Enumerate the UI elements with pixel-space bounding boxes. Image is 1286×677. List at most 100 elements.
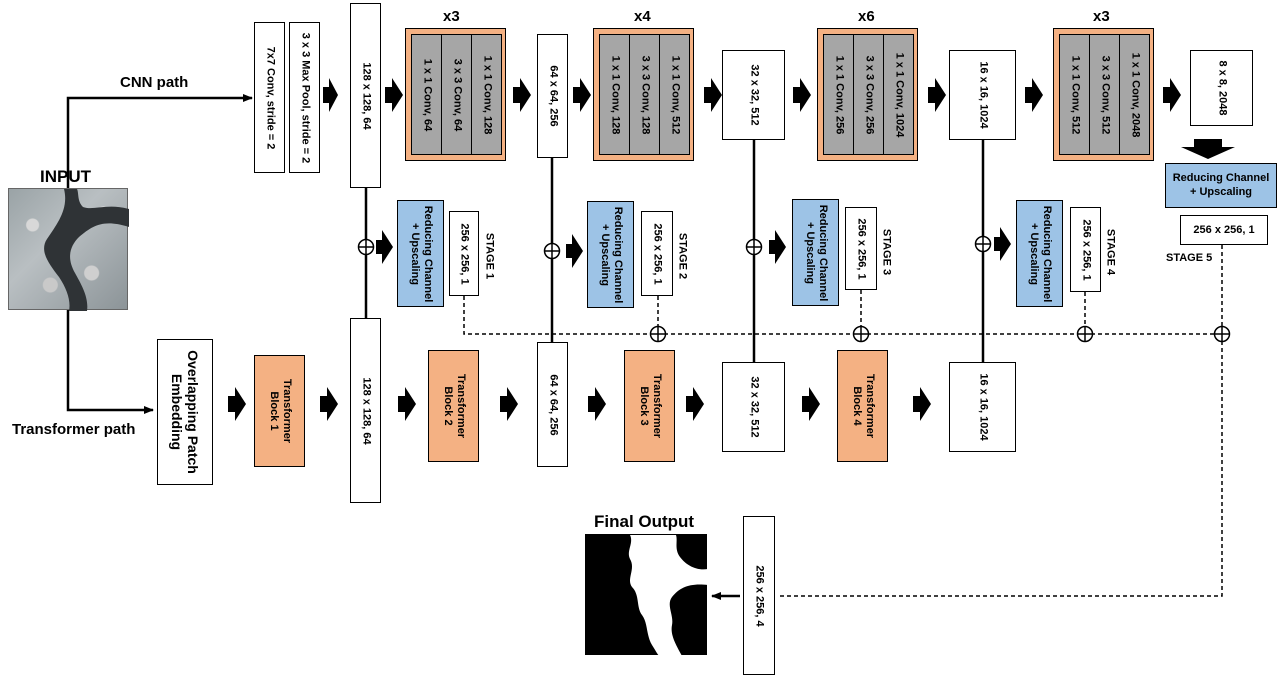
bottleneck-1-conv-a-label: 1 x 1 Conv, 64 xyxy=(421,58,433,131)
bottleneck-4-conv-b-label: 3 x 3 Conv, 512 xyxy=(1099,55,1111,134)
reducing-box-2-label: Reducing Channel + Upscaling xyxy=(598,206,624,303)
transformer-block-1-label: Transformer Block 1 xyxy=(267,378,293,444)
final-feature-box: 256 x 256, 4 xyxy=(743,516,775,675)
cnn-path-label: CNN path xyxy=(120,74,189,91)
transformer-block-2: Transformer Block 2 xyxy=(428,350,479,462)
bottleneck-3-conv-c-label: 1 x 1 Conv, 1024 xyxy=(893,52,905,137)
reducing-box-4-label: Reducing Channel + Upscaling xyxy=(1027,205,1053,302)
repeat-label-1: x3 xyxy=(443,8,460,25)
transformer-block-3-label: Transformer Block 3 xyxy=(637,373,663,439)
stage-output-5-label: 256 x 256, 1 xyxy=(1193,224,1255,236)
stem-conv-box: 7x7 Conv, stride = 2 xyxy=(254,22,285,173)
stage-label-4: STAGE 4 xyxy=(1101,222,1119,282)
transformer-block-4: Transformer Block 4 xyxy=(837,350,888,462)
stage-output-3: 256 x 256, 1 xyxy=(845,207,877,290)
stage-label-2: STAGE 2 xyxy=(673,226,691,286)
bottleneck-4-conv-c: 1 x 1 Conv, 2048 xyxy=(1119,34,1150,155)
reducing-box-5: Reducing Channel + Upscaling xyxy=(1165,163,1277,208)
transformer-block-1: Transformer Block 1 xyxy=(254,355,305,467)
stage-label-1-text: STAGE 1 xyxy=(483,232,496,280)
bottleneck-3-conv-a-label: 1 x 1 Conv, 256 xyxy=(833,55,845,134)
stage-output-2-label: 256 x 256, 1 xyxy=(651,222,664,285)
stage-output-4-label: 256 x 256, 1 xyxy=(1080,218,1092,281)
bottleneck-3-conv-a: 1 x 1 Conv, 256 xyxy=(823,34,854,155)
stage-output-1: 256 x 256, 1 xyxy=(449,211,479,296)
bottleneck-1-conv-c-label: 1 x 1 Conv, 128 xyxy=(481,55,493,134)
final-output-label: Final Output xyxy=(594,512,695,531)
reducing-box-1: Reducing Channel + Upscaling xyxy=(397,200,444,307)
transformer-feature-4-label: 16 x 16, 1024 xyxy=(977,373,989,441)
transformer-path-label: Transformer path xyxy=(12,421,136,438)
bottleneck-block-4: 1 x 1 Conv, 512 3 x 3 Conv, 512 1 x 1 Co… xyxy=(1053,28,1154,161)
transformer-feature-4: 16 x 16, 1024 xyxy=(949,362,1016,452)
reducing-box-4: Reducing Channel + Upscaling xyxy=(1016,200,1063,307)
stage-label-4-text: STAGE 4 xyxy=(1104,228,1117,276)
stage-output-4: 256 x 256, 1 xyxy=(1070,207,1101,292)
final-feature-label: 256 x 256, 4 xyxy=(753,564,766,627)
cnn-feature-4-label: 16 x 16, 1024 xyxy=(977,61,989,129)
bottleneck-3-conv-b-label: 3 x 3 Conv, 256 xyxy=(863,55,875,134)
stem-conv-label: 7x7 Conv, stride = 2 xyxy=(264,46,276,149)
stage-label-3: STAGE 3 xyxy=(877,222,895,282)
transformer-feature-3-label: 32 x 32, 512 xyxy=(748,376,760,438)
bottleneck-4-conv-a: 1 x 1 Conv, 512 xyxy=(1059,34,1090,155)
bottleneck-block-1: 1 x 1 Conv, 64 3 x 3 Conv, 64 1 x 1 Conv… xyxy=(405,28,506,161)
bottleneck-2-conv-a: 1 x 1 Conv, 128 xyxy=(599,34,630,155)
repeat-label-3: x6 xyxy=(858,8,875,25)
reducing-box-5-label: Reducing Channel + Upscaling xyxy=(1172,172,1270,198)
bottleneck-2-conv-a-label: 1 x 1 Conv, 128 xyxy=(609,55,621,134)
cnn-feature-2: 64 x 64, 256 xyxy=(537,34,568,158)
bottleneck-4-conv-a-label: 1 x 1 Conv, 512 xyxy=(1069,55,1081,134)
reducing-box-3: Reducing Channel + Upscaling xyxy=(792,199,839,306)
repeat-label-4: x3 xyxy=(1093,8,1110,25)
transformer-feature-3: 32 x 32, 512 xyxy=(722,362,785,452)
cnn-feature-4: 16 x 16, 1024 xyxy=(949,50,1016,140)
bottleneck-4-conv-b: 3 x 3 Conv, 512 xyxy=(1089,34,1120,155)
patch-embedding-label: Overlapping Patch Embedding xyxy=(169,350,201,474)
patch-embedding-box: Overlapping Patch Embedding xyxy=(157,339,213,485)
stage-label-1: STAGE 1 xyxy=(480,226,498,286)
cnn-feature-2-label: 64 x 64, 256 xyxy=(547,65,559,127)
bottleneck-1-conv-c: 1 x 1 Conv, 128 xyxy=(471,34,502,155)
transformer-block-4-label: Transformer Block 4 xyxy=(850,373,876,439)
repeat-label-2: x4 xyxy=(634,8,651,25)
transformer-feature-2-label: 64 x 64, 256 xyxy=(547,373,559,436)
bottleneck-2-conv-c: 1 x 1 Conv, 512 xyxy=(659,34,690,155)
stage-label-2-text: STAGE 2 xyxy=(676,232,689,280)
cnn-feature-3-label: 32 x 32, 512 xyxy=(748,64,760,126)
cnn-feature-3: 32 x 32, 512 xyxy=(722,50,785,140)
transformer-block-3: Transformer Block 3 xyxy=(624,350,675,462)
bottleneck-1-conv-b-label: 3 x 3 Conv, 64 xyxy=(451,58,463,131)
bottleneck-block-3: 1 x 1 Conv, 256 3 x 3 Conv, 256 1 x 1 Co… xyxy=(817,28,918,161)
transformer-block-2-label: Transformer Block 2 xyxy=(441,373,467,439)
transformer-feature-1: 128 x 128, 64 xyxy=(350,318,381,503)
reducing-box-1-label: Reducing Channel + Upscaling xyxy=(408,205,434,302)
stem-pool-label: 3 x 3 Max Pool, stride = 2 xyxy=(299,32,311,163)
reducing-box-2: Reducing Channel + Upscaling xyxy=(587,201,634,308)
stage-output-3-label: 256 x 256, 1 xyxy=(855,217,868,280)
bottleneck-2-conv-c-label: 1 x 1 Conv, 512 xyxy=(669,55,681,134)
input-image xyxy=(8,188,129,311)
bottleneck-block-2: 1 x 1 Conv, 128 3 x 3 Conv, 128 1 x 1 Co… xyxy=(593,28,694,161)
stage-output-1-label: 256 x 256, 1 xyxy=(458,222,471,285)
stage-output-2: 256 x 256, 1 xyxy=(641,211,673,296)
bottleneck-2-conv-b-label: 3 x 3 Conv, 128 xyxy=(639,55,651,134)
bottleneck-2-conv-b: 3 x 3 Conv, 128 xyxy=(629,34,660,155)
reducing-box-3-label: Reducing Channel + Upscaling xyxy=(803,204,829,301)
stage-label-5: STAGE 5 xyxy=(1166,252,1213,264)
cnn-feature-5-label: 8 x 8, 2048 xyxy=(1216,60,1228,116)
bottleneck-3-conv-b: 3 x 3 Conv, 256 xyxy=(853,34,884,155)
bottleneck-4-conv-c-label: 1 x 1 Conv, 2048 xyxy=(1129,52,1141,137)
bottleneck-1-conv-a: 1 x 1 Conv, 64 xyxy=(411,34,442,155)
cnn-feature-1: 128 x 128, 64 xyxy=(350,3,381,188)
bottleneck-1-conv-b: 3 x 3 Conv, 64 xyxy=(441,34,472,155)
stage-output-5: 256 x 256, 1 xyxy=(1180,215,1268,245)
stage-label-3-text: STAGE 3 xyxy=(880,228,893,276)
bottleneck-3-conv-c: 1 x 1 Conv, 1024 xyxy=(883,34,914,155)
input-label: INPUT xyxy=(40,167,91,186)
transformer-feature-1-label: 128 x 128, 64 xyxy=(360,376,372,445)
transformer-feature-2: 64 x 64, 256 xyxy=(537,342,568,467)
final-output-image xyxy=(585,534,708,656)
